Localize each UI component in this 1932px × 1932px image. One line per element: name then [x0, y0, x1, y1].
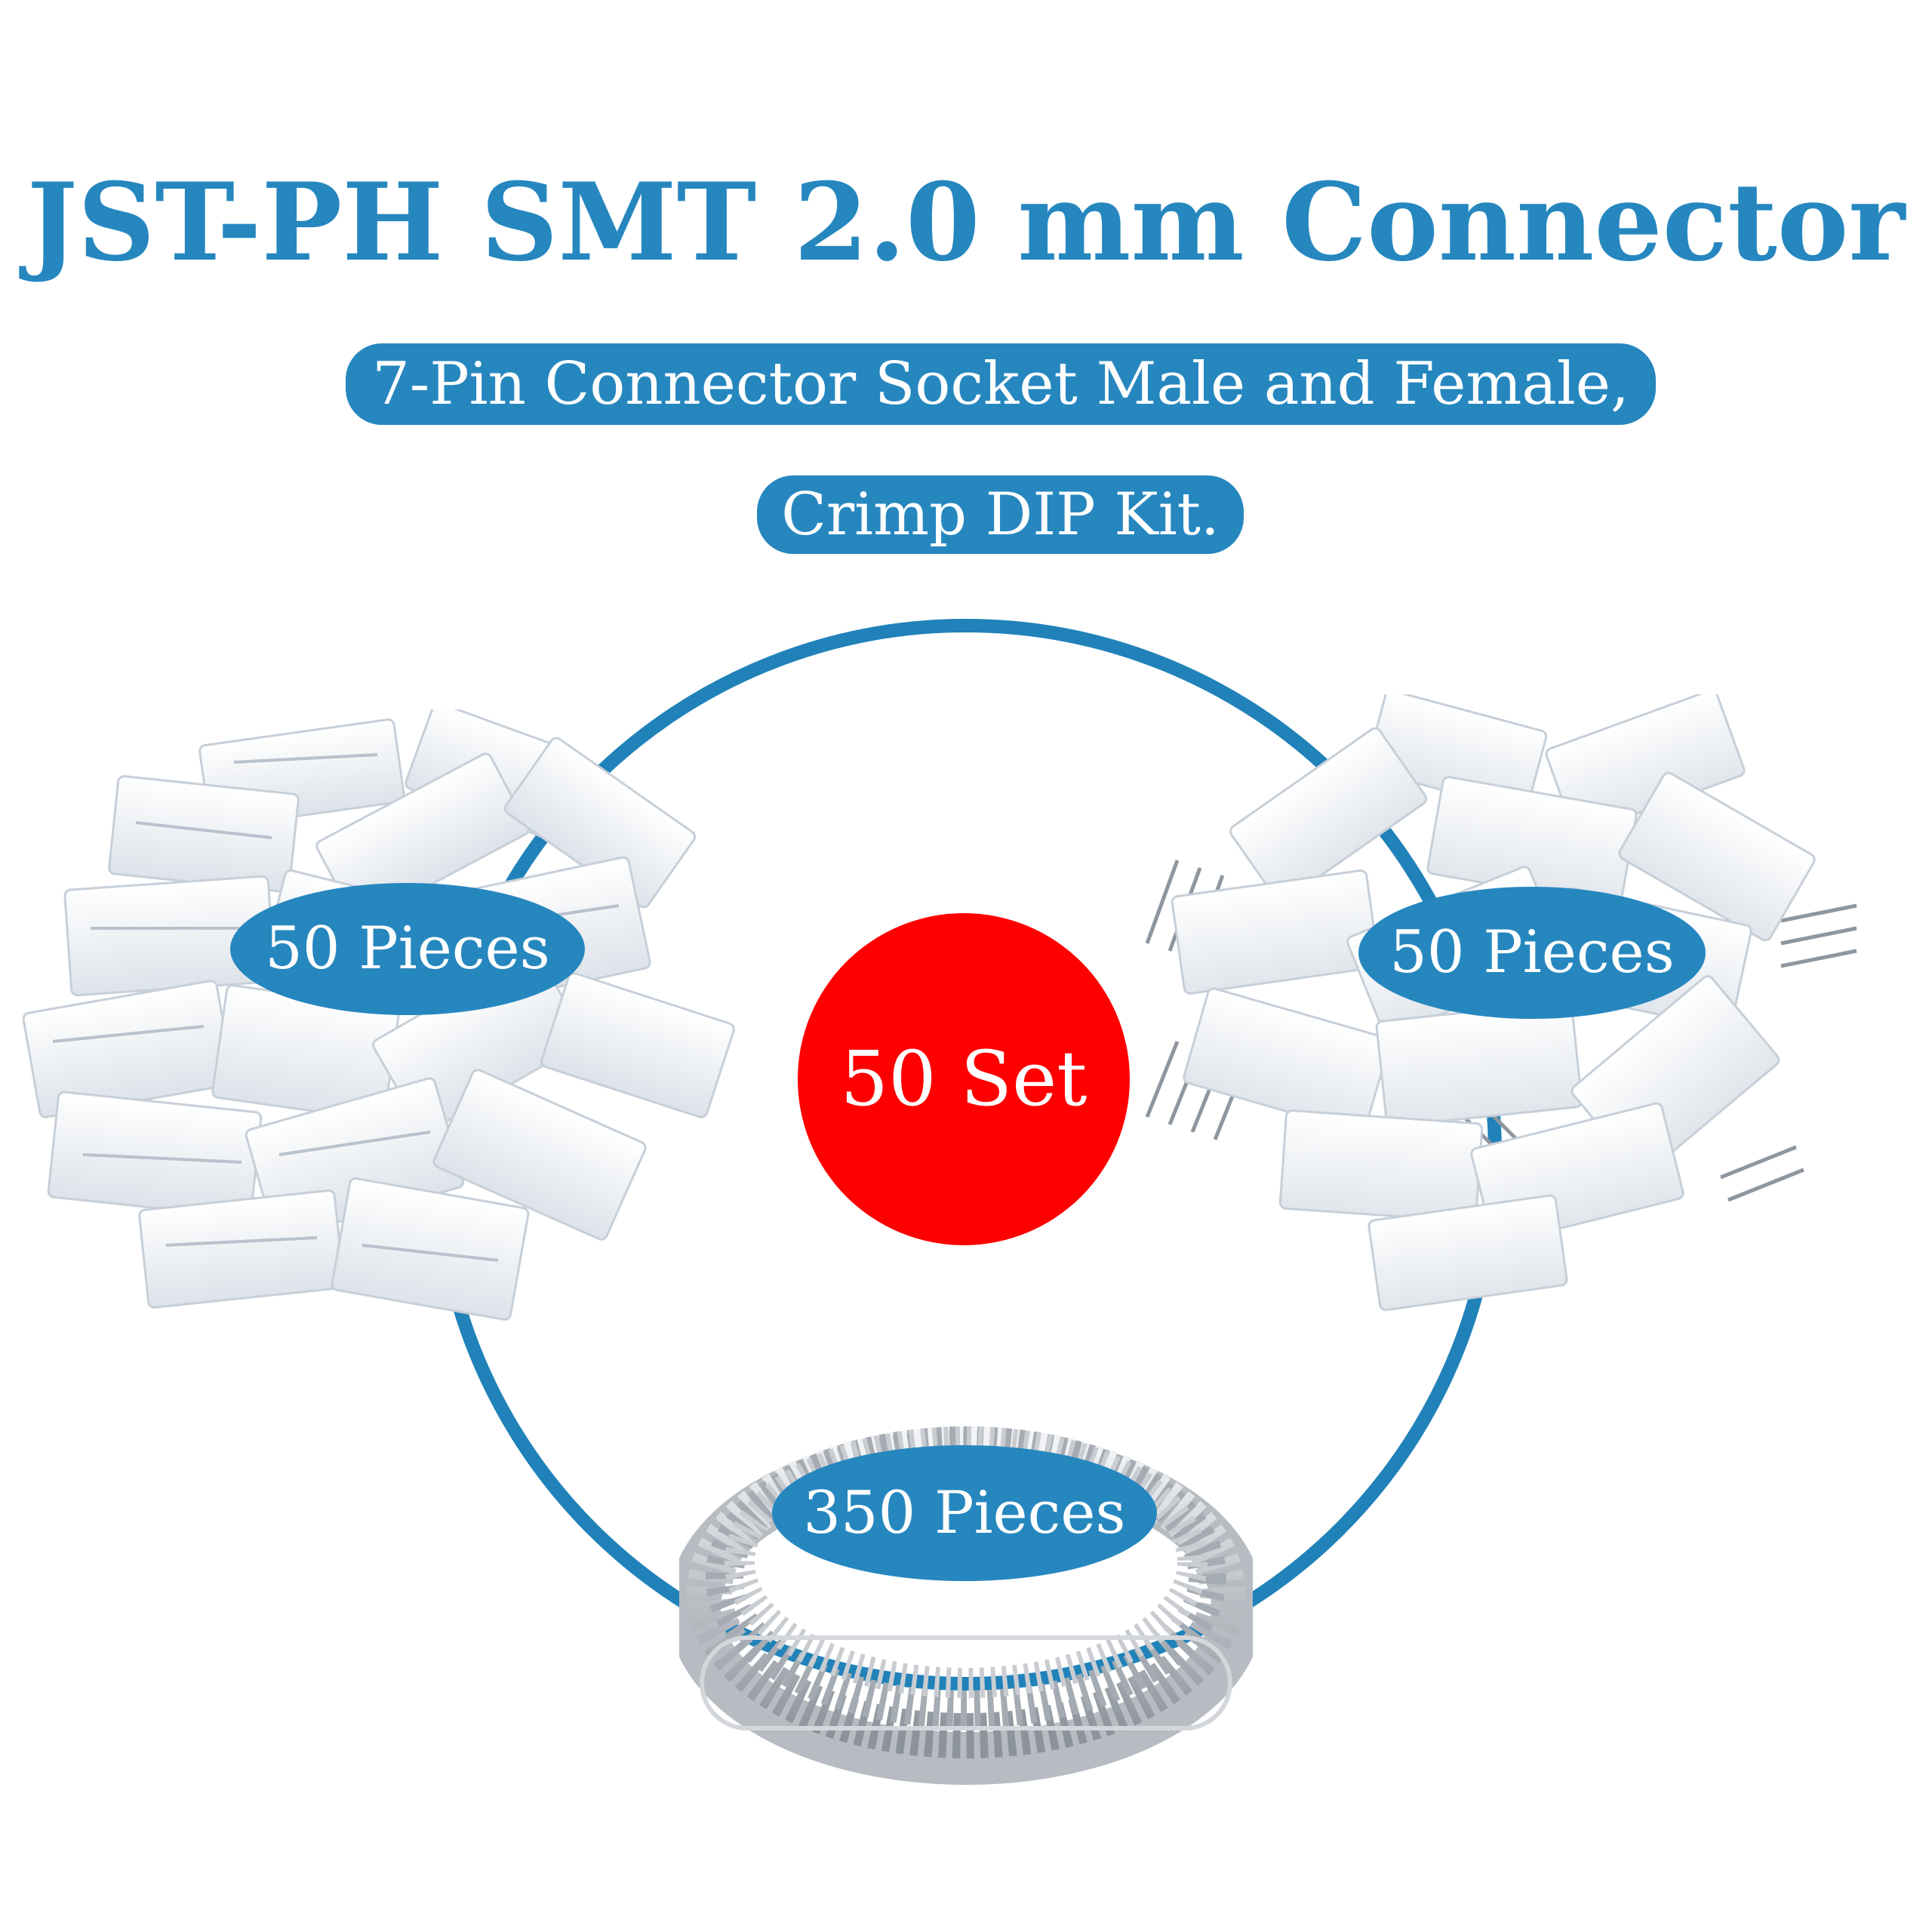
subtitle-pill-1: 7-Pin Connector Socket Male and Female,	[346, 343, 1656, 425]
crimp-terminals-label: 350 Pieces	[772, 1445, 1157, 1581]
set-count-badge: 50 Set	[798, 913, 1130, 1245]
female-housings-image	[23, 709, 762, 1328]
subtitle-pill-2: Crimp DIP Kit.	[757, 475, 1244, 554]
female-housings-label: 50 Pieces	[230, 883, 585, 1015]
male-headers-illustration	[1145, 694, 1857, 1312]
female-housings-illustration	[23, 709, 735, 1321]
male-headers-image	[1132, 694, 1902, 1328]
page-title: JST-PH SMT 2.0 mm Connector	[26, 160, 1906, 285]
male-headers-label: 50 Pieces	[1358, 887, 1706, 1019]
